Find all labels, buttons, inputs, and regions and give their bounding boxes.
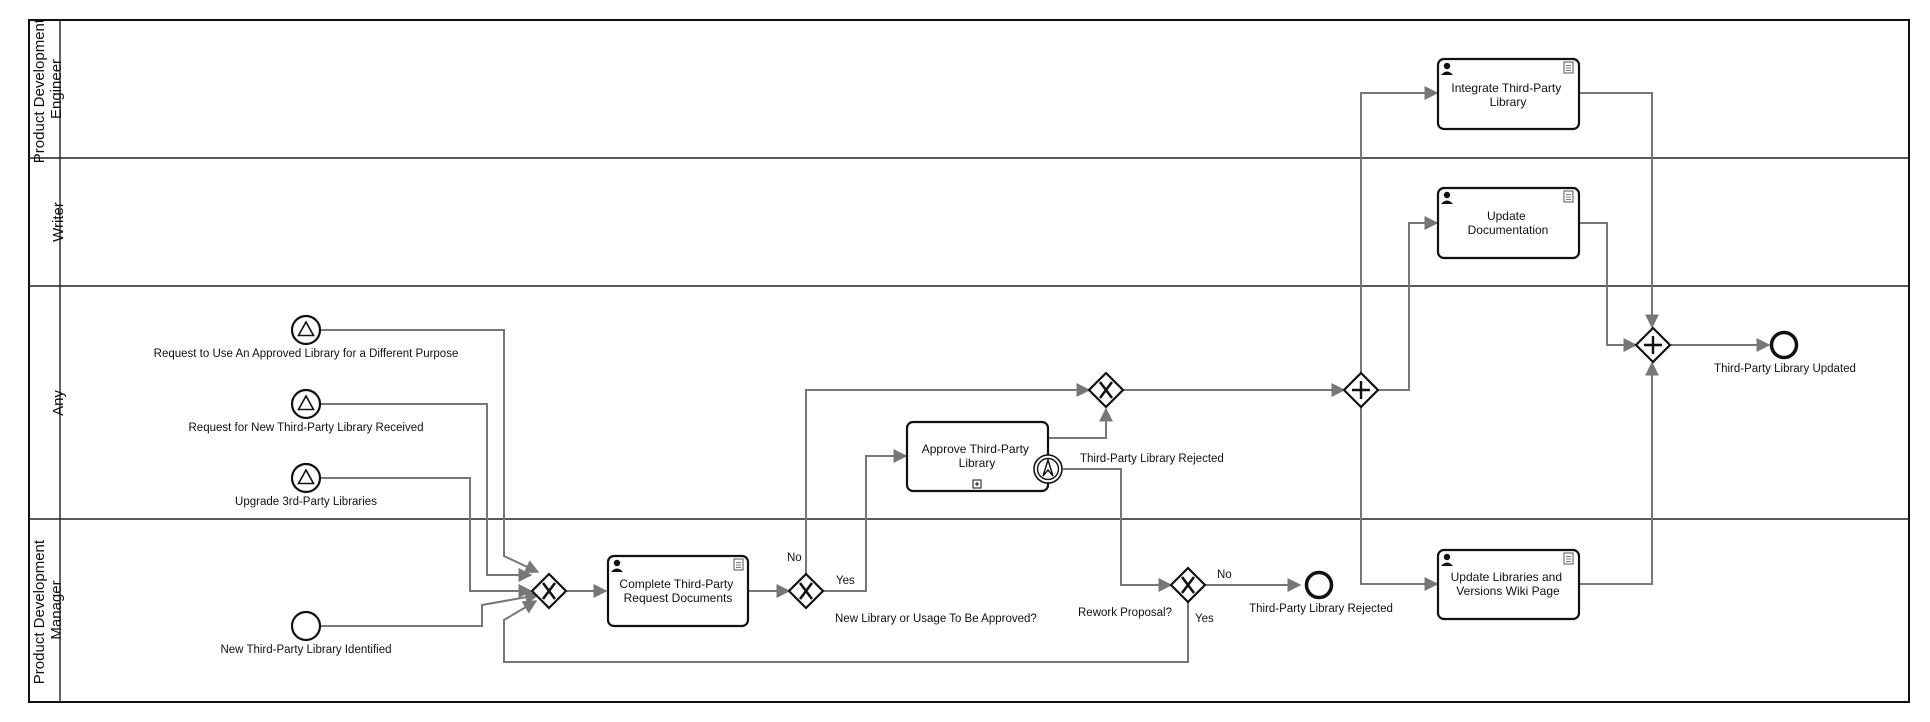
lane-writer[interactable]: Writer <box>50 202 67 242</box>
sequence-flow[interactable] <box>1378 216 1439 391</box>
start-event-label: New Third-Party Library Identified <box>220 644 391 656</box>
task-label: Complete Third-Party Request Documents <box>619 577 736 605</box>
subprocess-approve[interactable]: Approve Third-Party Library <box>905 420 1050 493</box>
parallel-gateway-icon <box>1352 381 1370 399</box>
exclusive-gateway-icon <box>798 582 814 600</box>
lane-product-development-engineer[interactable]: Product Development Engineer <box>31 15 65 163</box>
end-event-label: Third-Party Library Rejected <box>1249 603 1393 615</box>
sequence-flow[interactable] <box>1360 86 1439 373</box>
start-event-label: Upgrade 3rd-Party Libraries <box>235 496 377 508</box>
start-event-circle <box>290 610 322 642</box>
task-complete-documents[interactable]: Complete Third-Party Request Documents <box>606 554 750 628</box>
sequence-flow[interactable] <box>320 477 533 598</box>
lane-label: Writer <box>50 202 67 242</box>
sequence-flow[interactable] <box>1579 92 1659 329</box>
lane-product-development-manager[interactable]: Product Development Manager <box>31 536 65 684</box>
lane-label: Any <box>50 390 67 416</box>
boundary-event-label: Third-Party Library Rejected <box>1080 453 1224 465</box>
sequence-flow[interactable] <box>1063 468 1173 592</box>
start-event-new-library-received[interactable]: Request for New Third-Party Library Rece… <box>189 388 424 434</box>
user-task-icon <box>1441 553 1453 566</box>
parallel-gateway-icon <box>1644 336 1662 354</box>
start-event-circle <box>290 388 322 420</box>
task-label: Approve Third-Party Library <box>922 442 1033 470</box>
sequence-flow[interactable] <box>1048 407 1113 439</box>
exclusive-gateway-icon <box>1098 381 1114 399</box>
start-event-label: Request for New Third-Party Library Rece… <box>189 422 424 434</box>
lane-any[interactable]: Any <box>50 390 67 416</box>
document-icon <box>733 558 744 571</box>
task-box <box>1436 57 1581 131</box>
gateway-label: Rework Proposal? <box>1078 607 1172 619</box>
sequence-flow[interactable] <box>503 600 1189 663</box>
task-box <box>606 554 750 628</box>
sequence-flow[interactable] <box>1579 222 1638 352</box>
task-update-documentation[interactable]: Update Documentation <box>1436 186 1581 260</box>
end-event-updated[interactable]: Third-Party Library Updated <box>1714 330 1856 376</box>
exclusive-gateway-icon <box>541 582 557 600</box>
start-event-identified[interactable]: New Third-Party Library Identified <box>220 610 392 656</box>
sequence-flow[interactable] <box>320 590 540 627</box>
sequence-flow[interactable] <box>823 449 908 592</box>
sequence-flow[interactable] <box>805 383 1091 574</box>
end-event-circle <box>1304 570 1334 600</box>
start-event-circle <box>290 462 322 494</box>
document-icon <box>1563 61 1574 74</box>
signal-start-icon <box>297 320 315 337</box>
sequence-flow[interactable] <box>1579 361 1659 585</box>
user-task-icon <box>1441 191 1453 204</box>
document-icon <box>1563 552 1574 565</box>
start-event-different-purpose[interactable]: Request to Use An Approved Library for a… <box>154 314 459 360</box>
subprocess-marker-icon <box>972 479 982 489</box>
task-integrate[interactable]: Integrate Third-Party Library <box>1436 57 1581 131</box>
task-label: Update Libraries and Versions Wiki Page <box>1451 570 1566 598</box>
user-task-icon <box>1441 62 1453 75</box>
flow-label-yes: Yes <box>836 575 855 587</box>
task-update-wiki[interactable]: Update Libraries and Versions Wiki Page <box>1436 548 1581 621</box>
task-label: Integrate Third-Party Library <box>1451 81 1564 109</box>
signal-start-icon <box>297 468 315 485</box>
parallel-gateway-split[interactable] <box>1342 371 1380 409</box>
signal-start-icon <box>297 394 315 411</box>
start-event-upgrade[interactable]: Upgrade 3rd-Party Libraries <box>235 462 377 508</box>
pool: Product Development Engineer Writer Any … <box>28 15 1910 703</box>
parallel-gateway-join[interactable] <box>1634 326 1672 364</box>
task-label: Update Documentation <box>1468 209 1549 237</box>
start-event-circle <box>290 314 322 346</box>
end-event-label: Third-Party Library Updated <box>1714 363 1856 375</box>
task-box <box>1436 548 1581 621</box>
exclusive-gateway-merge[interactable] <box>530 572 568 610</box>
sequence-flow[interactable] <box>320 329 540 573</box>
document-icon <box>1563 190 1574 203</box>
lane-label: Product Development Engineer <box>31 15 65 163</box>
exclusive-gateway-approved[interactable] <box>1087 371 1125 409</box>
end-event-rejected[interactable]: Third-Party Library Rejected <box>1249 570 1393 616</box>
gateway-label: New Library or Usage To Be Approved? <box>835 613 1037 625</box>
end-event-circle <box>1769 330 1799 360</box>
flow-label-no: No <box>787 552 802 564</box>
task-box <box>1436 186 1581 260</box>
flow-label-yes: Yes <box>1195 613 1214 625</box>
pool-border <box>28 19 1910 703</box>
start-event-label: Request to Use An Approved Library for a… <box>154 348 459 360</box>
exclusive-gateway-icon <box>1180 576 1196 594</box>
lane-label: Product Development Manager <box>31 536 65 684</box>
sequence-flow[interactable] <box>320 403 533 582</box>
user-task-icon <box>611 559 623 572</box>
exclusive-gateway-rework[interactable]: Rework Proposal? <box>1078 566 1207 619</box>
boundary-event-rejected[interactable]: Third-Party Library Rejected <box>1033 453 1224 484</box>
sequence-flow[interactable] <box>1360 407 1439 591</box>
flow-label-no: No <box>1217 569 1232 581</box>
sequence-flows <box>320 86 1771 663</box>
exclusive-gateway-approval[interactable]: New Library or Usage To Be Approved? <box>787 572 1037 625</box>
escalation-icon <box>1042 457 1054 477</box>
